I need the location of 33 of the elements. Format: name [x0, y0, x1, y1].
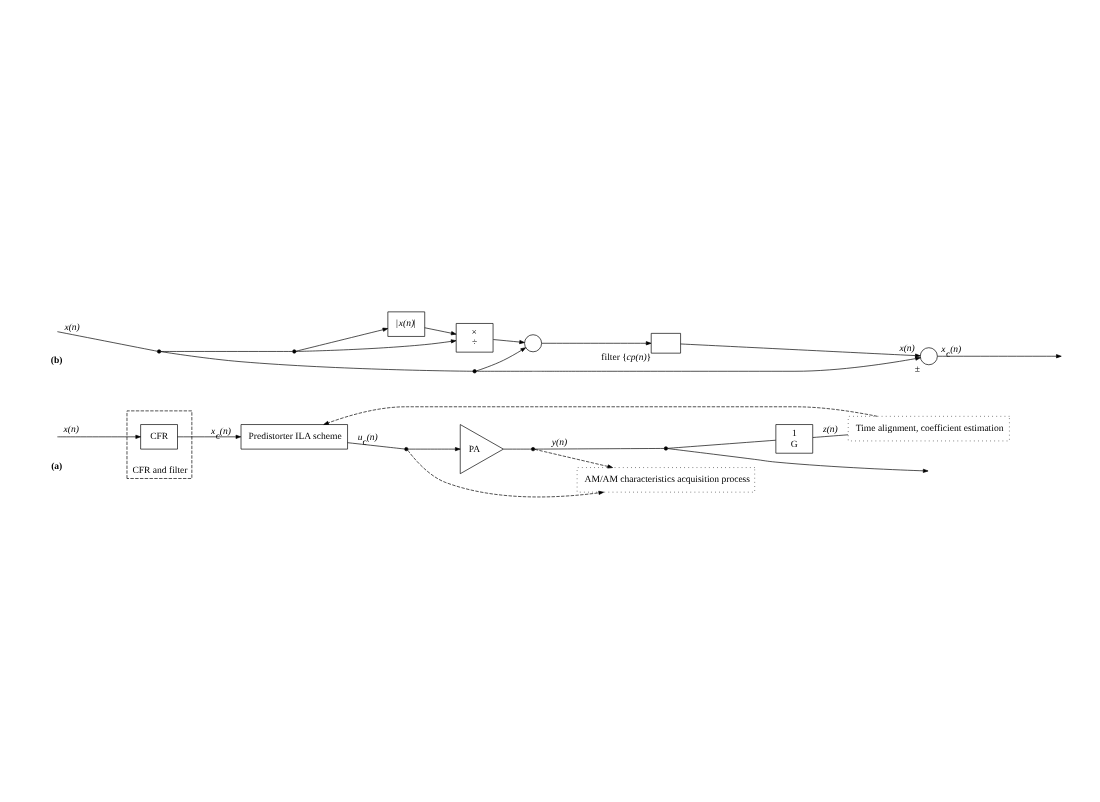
connector — [57, 330, 158, 351]
connector — [812, 433, 849, 437]
node-dot — [404, 446, 409, 451]
arrow — [680, 342, 921, 357]
arrow — [937, 353, 1062, 358]
node-dot — [292, 348, 297, 353]
connector — [160, 350, 474, 371]
connector — [503, 447, 532, 449]
arrow — [407, 446, 461, 451]
node-dot — [157, 348, 162, 353]
arrow — [57, 433, 141, 438]
node-dot — [531, 446, 536, 451]
node-dot — [663, 445, 668, 450]
arrow — [541, 340, 652, 345]
arrow — [295, 326, 389, 351]
arrow — [476, 355, 921, 371]
arrow — [177, 433, 242, 438]
arrow — [295, 338, 457, 351]
arrow — [424, 326, 457, 335]
connector — [667, 438, 776, 448]
arrow — [476, 346, 526, 371]
node-circle — [919, 346, 938, 365]
arrow — [667, 447, 929, 472]
node-circle — [524, 333, 542, 352]
connector — [534, 447, 665, 449]
arrow — [323, 405, 878, 424]
connector — [347, 441, 405, 449]
node-box — [650, 332, 681, 353]
arrow — [407, 448, 604, 497]
arrow — [534, 448, 613, 468]
connector — [160, 350, 293, 351]
node-dot — [472, 368, 477, 373]
arrow — [493, 338, 525, 344]
